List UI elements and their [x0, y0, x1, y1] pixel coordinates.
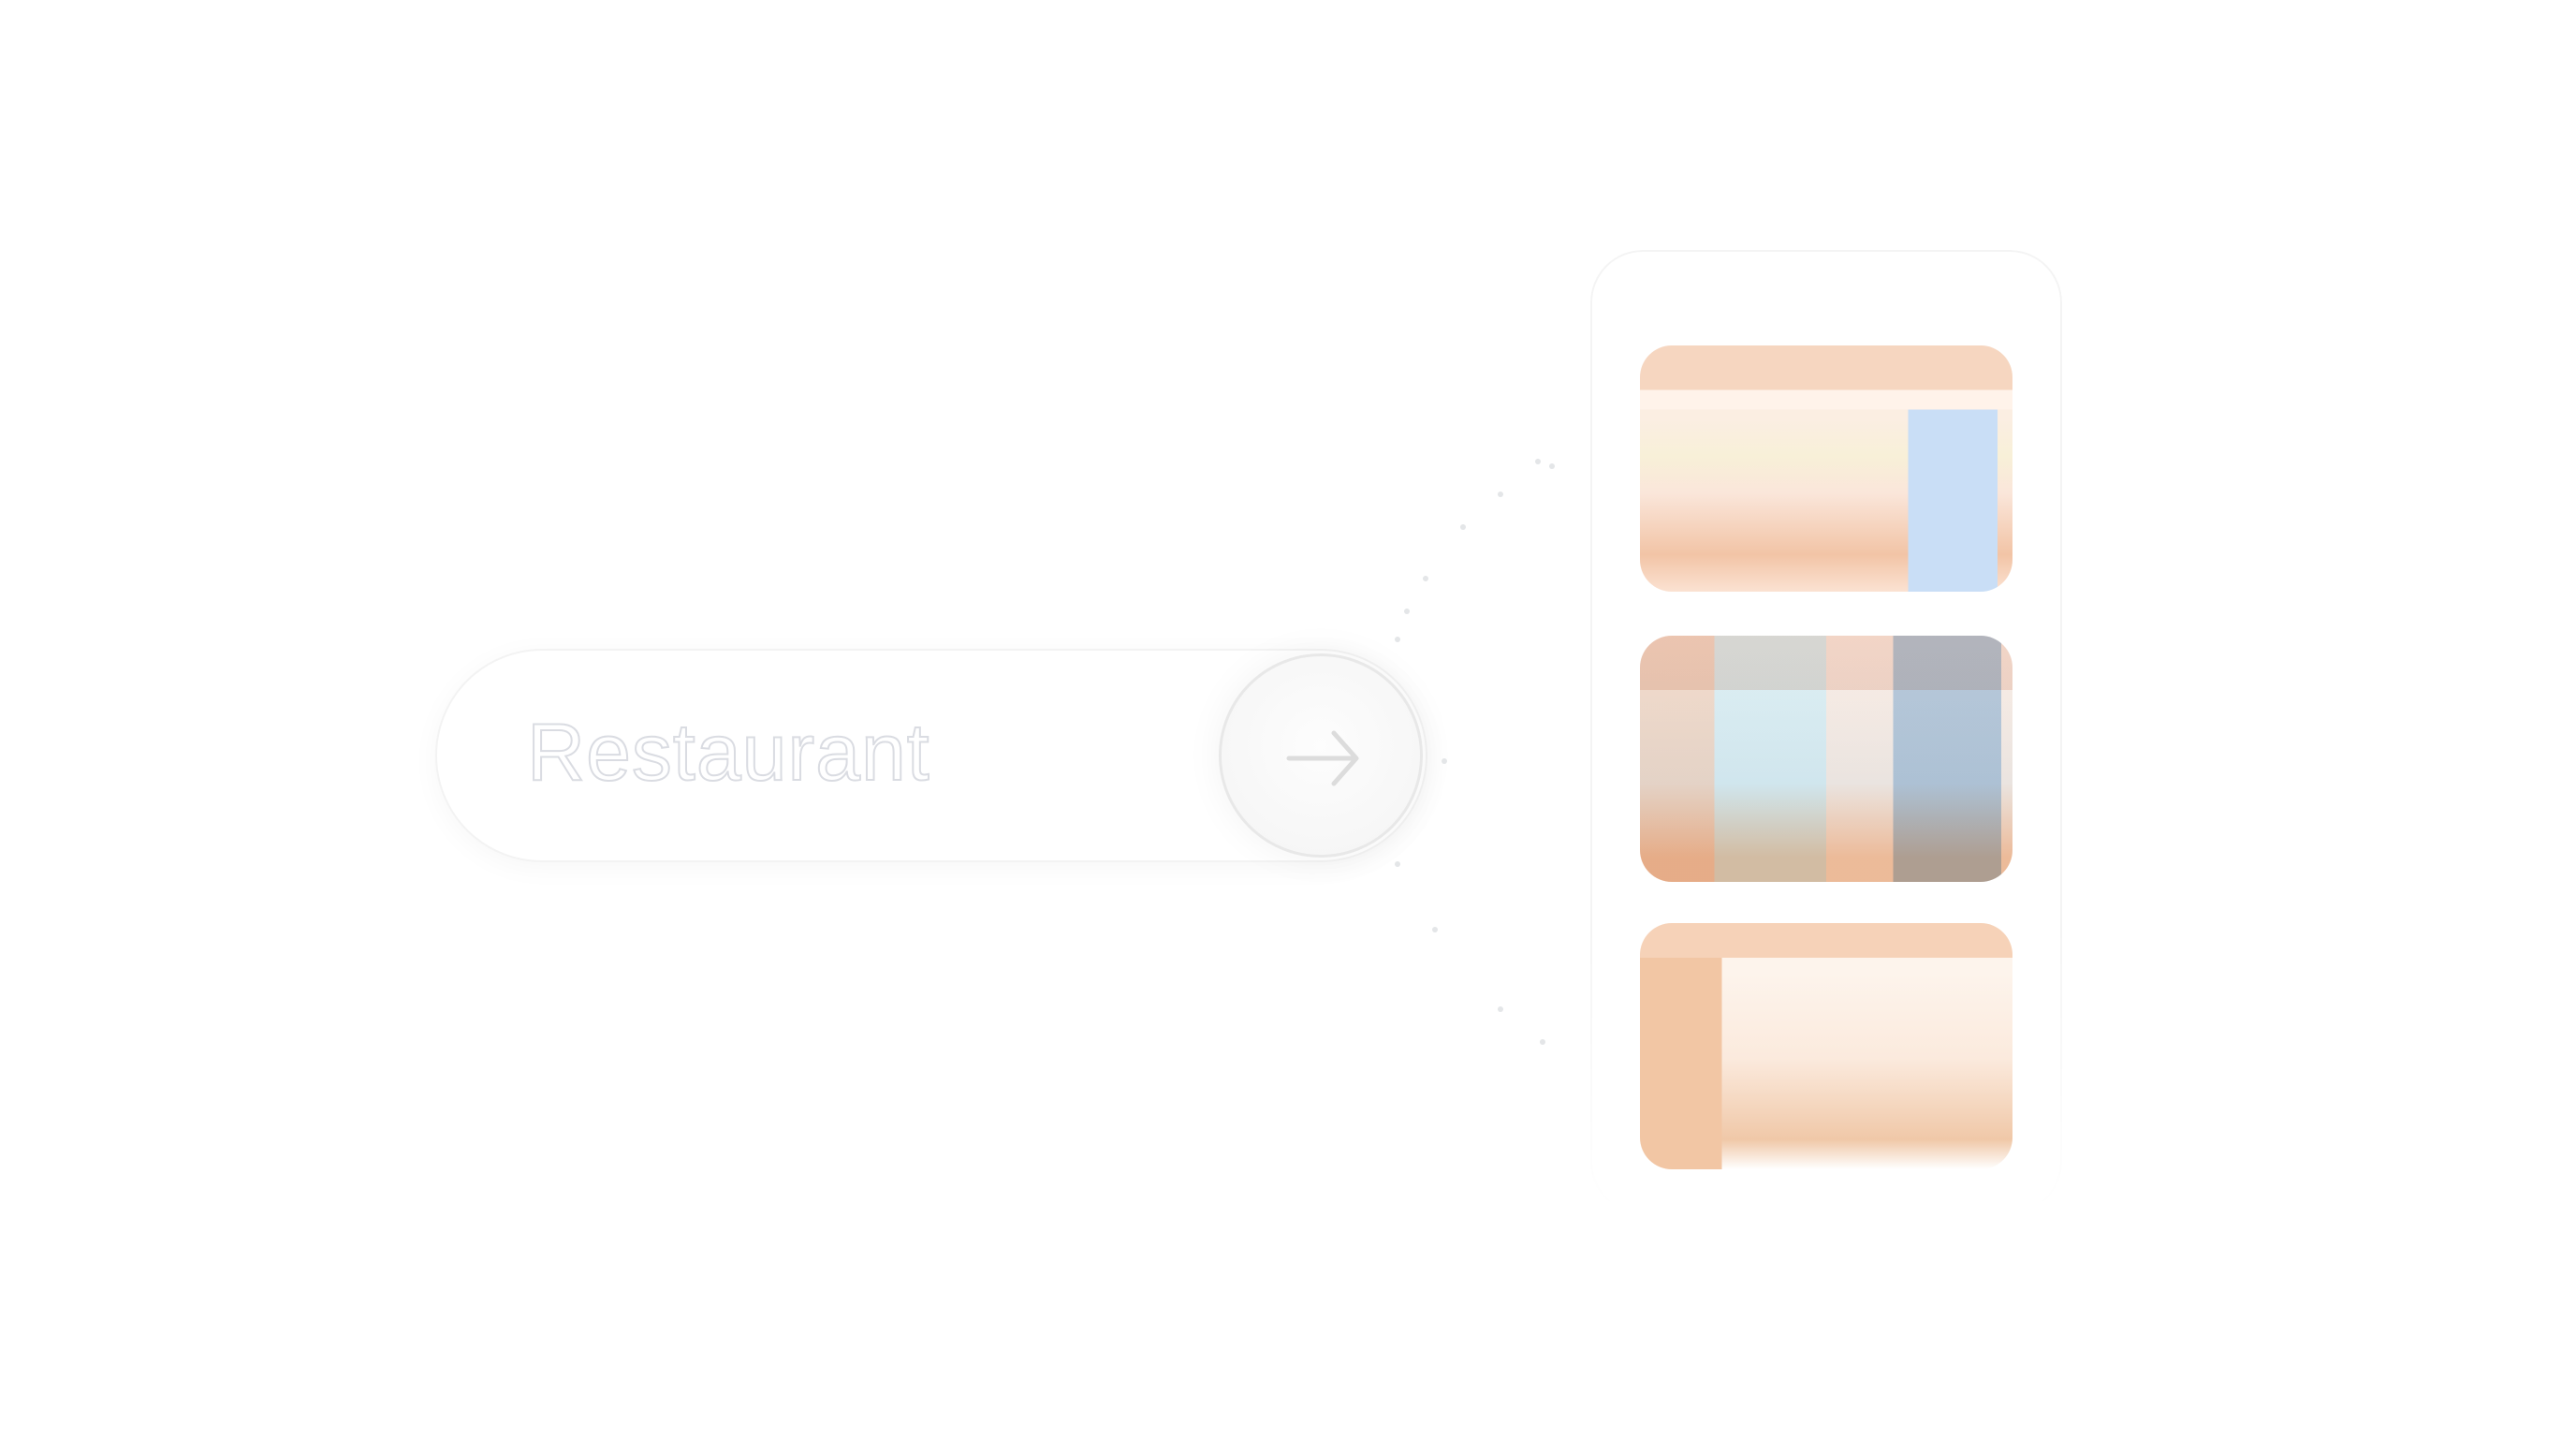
- particle-dot: [1395, 861, 1400, 867]
- result-image-3[interactable]: [1640, 923, 2012, 1169]
- search-input-text[interactable]: Restaurant: [526, 707, 930, 799]
- particle-dot: [1498, 492, 1503, 497]
- particle-dot: [1540, 1039, 1545, 1045]
- submit-button[interactable]: [1219, 653, 1423, 858]
- particle-dot: [1549, 463, 1555, 469]
- result-image-2[interactable]: [1640, 636, 2012, 882]
- particle-dot: [1535, 459, 1541, 464]
- particle-dot: [1432, 927, 1438, 932]
- particle-dot: [1498, 1006, 1503, 1012]
- particle-dot: [1460, 524, 1466, 530]
- particle-dot: [1423, 576, 1428, 581]
- particle-dot: [1395, 637, 1400, 642]
- particle-dot: [1442, 758, 1447, 764]
- particle-dot: [1404, 609, 1410, 614]
- arrow-right-icon: [1286, 730, 1359, 786]
- result-image-1[interactable]: [1640, 345, 2012, 592]
